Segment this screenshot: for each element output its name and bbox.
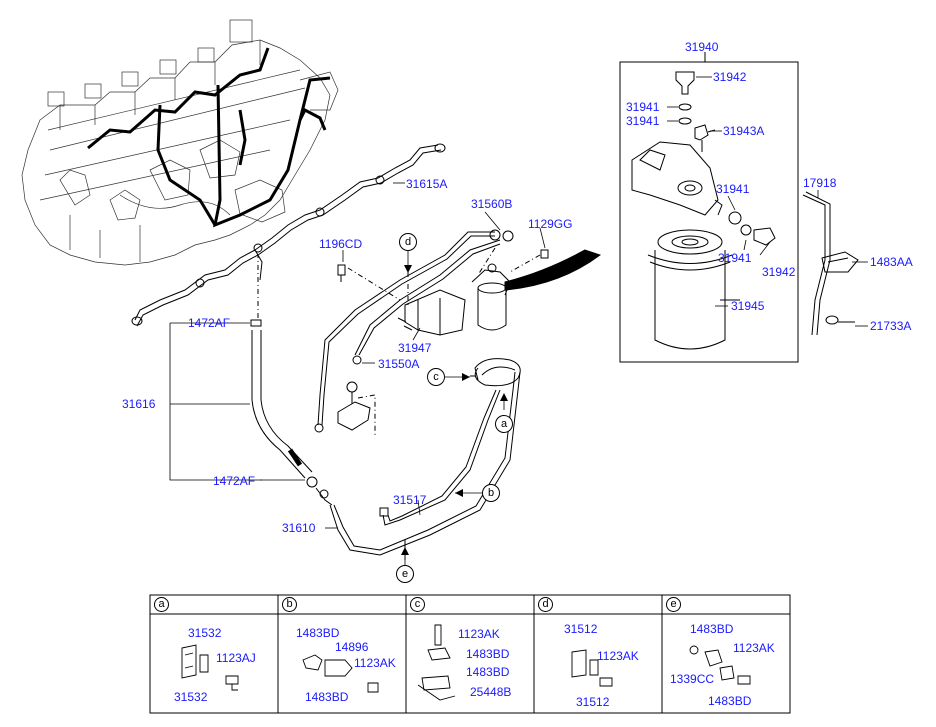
view-marker-a[interactable]: a: [495, 415, 513, 433]
engine-block-illustration: [21, 19, 339, 266]
table-a-label-3[interactable]: 31532: [174, 690, 208, 704]
view-marker-d[interactable]: d: [399, 233, 417, 251]
detail-parts: [181, 624, 751, 701]
table-c-label-4[interactable]: 25448B: [470, 685, 512, 699]
callout-31947[interactable]: 31947: [398, 341, 432, 355]
table-a-label-2[interactable]: 1123AJ: [216, 651, 256, 665]
view-marker-e[interactable]: e: [396, 565, 414, 583]
callout-31941-d[interactable]: 31941: [718, 251, 752, 265]
callout-1129gg[interactable]: 1129GG: [528, 217, 573, 231]
callout-1472af-top[interactable]: 1472AF: [188, 316, 231, 330]
table-cell-d-title: d: [538, 597, 553, 612]
callout-31517[interactable]: 31517: [393, 493, 427, 507]
table-e-label-4[interactable]: 1483BD: [708, 694, 752, 708]
callout-1483aa[interactable]: 1483AA: [870, 255, 913, 269]
callout-31945[interactable]: 31945: [731, 299, 765, 313]
callout-1196cd[interactable]: 1196CD: [319, 237, 363, 251]
callout-31941-a[interactable]: 31941: [626, 100, 660, 114]
view-marker-b[interactable]: b: [482, 484, 500, 502]
table-c-label-3[interactable]: 1483BD: [466, 665, 510, 679]
table-d-label-2[interactable]: 1123AK: [597, 649, 639, 663]
callout-21733a[interactable]: 21733A: [870, 319, 912, 333]
callout-31941-c[interactable]: 31941: [716, 182, 750, 196]
filter-bracket-31947: [397, 289, 466, 336]
table-e-label-3[interactable]: 1339CC: [670, 672, 715, 686]
fuel-pump: [337, 381, 376, 435]
table-cell-b-title: b: [282, 597, 297, 612]
dash-leaders: [347, 247, 541, 377]
bolt-1129gg: [540, 249, 549, 259]
fuel-hose-31616: [250, 319, 333, 506]
drain-hose-17918: [802, 191, 859, 336]
table-cell-e-title: e: [666, 597, 681, 612]
filter-pointer: [504, 249, 602, 291]
fuel-pipe-31517: [379, 389, 501, 526]
callout-31943a[interactable]: 31943A: [723, 124, 765, 138]
detail-table: [149, 594, 791, 714]
fuel-pipe-31610: [329, 358, 521, 560]
callout-31942-bottom[interactable]: 31942: [762, 265, 796, 279]
callout-31940[interactable]: 31940: [685, 40, 719, 54]
view-marker-c[interactable]: c: [427, 368, 445, 386]
small-fuel-filter: [471, 263, 511, 331]
fuel-pipe-31550a: [314, 229, 514, 433]
table-b-label-2[interactable]: 14896: [335, 640, 369, 654]
callout-17918[interactable]: 17918: [803, 176, 837, 190]
callout-31942-top[interactable]: 31942: [713, 70, 747, 84]
filter-assembly-box: [619, 52, 799, 363]
table-e-label-2[interactable]: 1123AK: [733, 641, 775, 655]
callout-31941-b[interactable]: 31941: [626, 114, 660, 128]
callout-31615a[interactable]: 31615A: [406, 177, 448, 191]
table-a-label-1[interactable]: 31532: [188, 626, 222, 640]
arrow-heads: [401, 265, 508, 555]
fuel-return-pipe: [131, 143, 446, 327]
bolt-1196cd: [337, 264, 346, 282]
table-b-label-1[interactable]: 1483BD: [296, 626, 340, 640]
injector-lines: [87, 47, 331, 228]
callout-1472af-bottom[interactable]: 1472AF: [213, 474, 256, 488]
table-c-label-1[interactable]: 1123AK: [458, 627, 500, 641]
table-b-label-4[interactable]: 1483BD: [305, 690, 349, 704]
table-e-label-1[interactable]: 1483BD: [690, 622, 734, 636]
leader-lines: [169, 76, 868, 565]
callout-31560b[interactable]: 31560B: [471, 197, 513, 211]
callout-31610[interactable]: 31610: [282, 521, 316, 535]
table-cell-c-title: c: [410, 597, 425, 612]
table-c-label-2[interactable]: 1483BD: [466, 647, 510, 661]
callout-31550a[interactable]: 31550A: [378, 357, 420, 371]
table-d-label-1[interactable]: 31512: [564, 622, 598, 636]
table-d-label-3[interactable]: 31512: [576, 695, 610, 709]
table-cell-a-title: a: [154, 597, 169, 612]
callout-31616[interactable]: 31616: [122, 397, 156, 411]
table-b-label-3[interactable]: 1123AK: [354, 656, 396, 670]
